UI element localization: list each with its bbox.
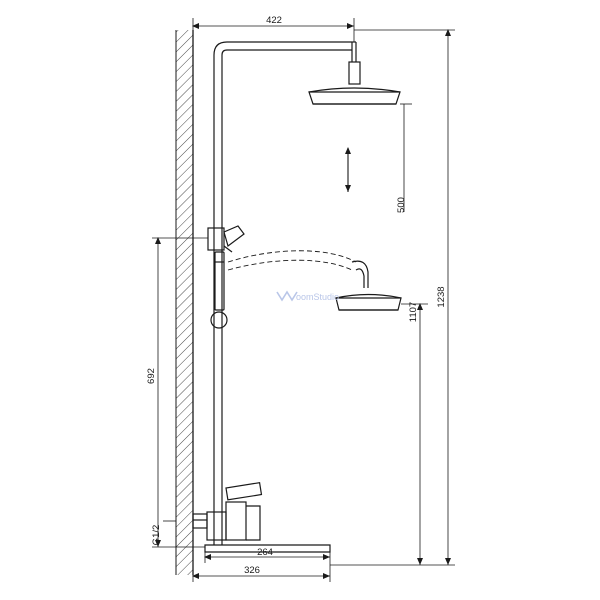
shower-hose	[227, 250, 357, 271]
mixer-valve-body	[192, 481, 263, 541]
dimension-label-slide-bar-height: 692	[146, 368, 157, 384]
hand-shower-bracket	[207, 225, 245, 253]
dimension-label-spout-projection: 264	[257, 547, 273, 558]
dimension-label-rain-head-height: 1107	[408, 302, 419, 322]
dimension-label-overall-height: 1238	[436, 286, 447, 307]
watermark-label: oomStudio	[296, 292, 339, 302]
rain-shower-head-lower	[335, 293, 402, 311]
dimension-label-spray-travel: 500	[396, 197, 407, 213]
dimension-slide-bar-height	[152, 237, 208, 548]
dimension-spout-projection	[204, 552, 331, 563]
dimension-label-top-width: 422	[266, 15, 282, 26]
shower-column-outline	[213, 41, 357, 540]
dimension-label-inlet-thread: G1/2	[151, 525, 162, 546]
dimension-overall-height	[330, 29, 455, 566]
rain-shower-head-top	[308, 61, 401, 105]
hand-shower-handset	[210, 251, 228, 329]
wall-hatching	[175, 30, 194, 575]
lower-shower-arm	[351, 260, 369, 288]
dimension-base-projection	[192, 563, 331, 582]
dimension-spray-travel	[400, 103, 412, 212]
dimension-rain-head-height	[401, 303, 428, 565]
watermark: oomStudio	[276, 290, 339, 302]
dimension-label-base-projection: 326	[244, 565, 260, 576]
